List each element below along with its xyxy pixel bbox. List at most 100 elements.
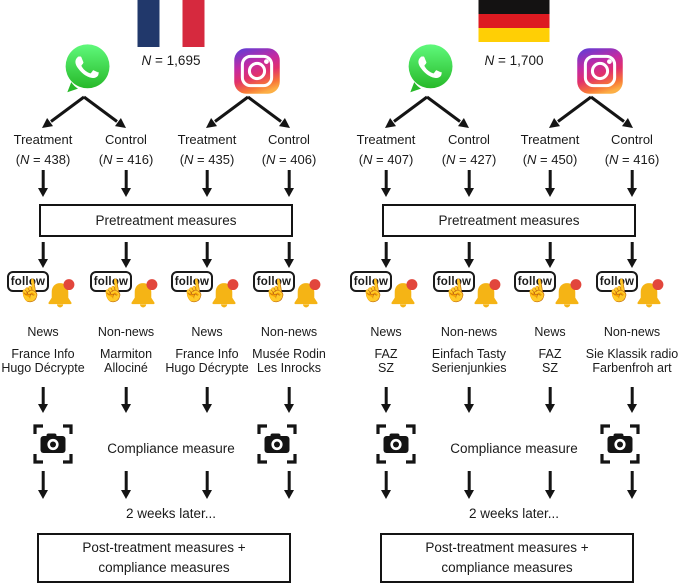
follow-label: follow [517,275,553,288]
follow-notification-icon: follow ☝ [514,268,586,322]
down-arrow [462,471,476,499]
down-arrow [543,170,557,197]
down-arrow [379,170,393,197]
down-arrow [462,170,476,197]
condition-label: Control [611,132,653,147]
down-arrow [462,387,476,413]
pointer-hand-icon: ☝ [15,278,45,305]
group-content-label: News FAZ SZ [370,325,401,376]
pointer-hand-icon: ☝ [179,278,209,305]
pointer-hand-icon: ☝ [604,278,634,305]
condition-n-label: (N = 416) [98,151,154,167]
follow-label: follow [93,275,129,288]
outlet-line-2: Serienjunkies [431,361,507,376]
down-arrow [625,387,639,413]
condition-n-label: (N = 450) [522,151,578,167]
follow-notification-icon: follow ☝ [350,268,422,322]
outlet-line-2: Hugo Décrypte [165,361,249,376]
group-header: Control (N = 416) [99,130,154,169]
down-arrow [119,471,133,499]
bell-icon [290,277,322,316]
camera-icon [31,422,75,471]
posttreatment-box: Post-treatment measures + compliance mea… [37,533,291,583]
flag-stripe [159,0,183,47]
follow-button-icon: follow [171,271,213,292]
outlet-line-2: Farbenfroh art [592,361,672,376]
down-arrow [200,387,214,413]
group-type-label: News [27,325,59,339]
branch-arrow [42,95,126,128]
group-type-label: Non-news [97,325,155,339]
weeks-later-label: 2 weeks later... [468,506,560,521]
condition-label: Treatment [13,132,73,147]
down-arrow [200,242,214,268]
follow-label: follow [599,275,635,288]
group-content-label: Non-news Einfach Tasty Serienjunkies [431,325,506,376]
down-arrow [379,471,393,499]
group-header: Treatment (N = 450) [521,130,580,169]
condition-label: Treatment [177,132,237,147]
follow-label: follow [353,275,389,288]
bell-icon [470,277,502,316]
down-arrow [36,170,50,197]
follow-notification-icon: follow ☝ [253,268,325,322]
condition-label: Treatment [356,132,416,147]
group-header: Control (N = 406) [262,130,317,169]
pointer-hand-icon: ☝ [358,278,388,305]
down-arrow [200,170,214,197]
flag-stripe [478,0,550,14]
down-arrow [282,242,296,268]
pointer-hand-icon: ☝ [522,278,552,305]
condition-n-label: (N = 438) [15,151,71,167]
group-header: Control (N = 416) [605,130,660,169]
group-header: Control (N = 427) [442,130,497,169]
outlet-line-2: Allociné [104,361,148,376]
outlet-line-1: FAZ [538,347,562,361]
down-arrow [625,471,639,499]
follow-notification-icon: follow ☝ [171,268,243,322]
follow-notification-icon: follow ☝ [433,268,505,322]
follow-button-icon: follow [514,271,556,292]
outlet-line-1: France Info [175,347,239,361]
outlet-line-2: Hugo Décrypte [1,361,85,376]
down-arrow [379,387,393,413]
bell-icon [127,277,159,316]
outlet-line-1: Marmiton [99,347,153,361]
flag-stripe [478,28,550,42]
outlet-line-1: Sie Klassik radio [585,347,679,361]
follow-button-icon: follow [7,271,49,292]
bell-icon [208,277,240,316]
sample-size-label: N = 1,700 [484,53,544,68]
pointer-hand-icon: ☝ [98,278,128,305]
follow-button-icon: follow [90,271,132,292]
condition-label: Control [448,132,490,147]
group-content-label: News France Info Hugo Décrypte [165,325,248,376]
condition-n-label: (N = 416) [604,151,660,167]
down-arrow [543,471,557,499]
posttreatment-line-1: Post-treatment measures + [82,540,246,556]
group-header: Treatment (N = 438) [14,130,73,169]
down-arrow [119,170,133,197]
compliance-label: Compliance measure [107,441,235,456]
follow-label: follow [256,275,292,288]
whatsapp-icon [60,41,114,100]
whatsapp-icon [403,41,457,100]
condition-n-label: (N = 427) [441,151,497,167]
posttreatment-line-1: Post-treatment measures + [425,540,589,556]
sample-size-label: N = 1,695 [141,53,201,68]
compliance-label: Compliance measure [450,441,578,456]
bell-icon [551,277,583,316]
flag-stripe [182,0,205,47]
condition-label: Treatment [520,132,580,147]
outlet-line-2: SZ [542,361,558,376]
outlet-line-1: FAZ [374,347,398,361]
follow-button-icon: follow [253,271,295,292]
germany-flag-icon [478,0,550,42]
outlet-line-1: France Info [11,347,75,361]
group-type-label: News [534,325,566,339]
group-content-label: News FAZ SZ [534,325,565,376]
instagram-icon [574,45,626,102]
france-flag-icon [137,0,205,47]
follow-notification-icon: follow ☝ [90,268,162,322]
